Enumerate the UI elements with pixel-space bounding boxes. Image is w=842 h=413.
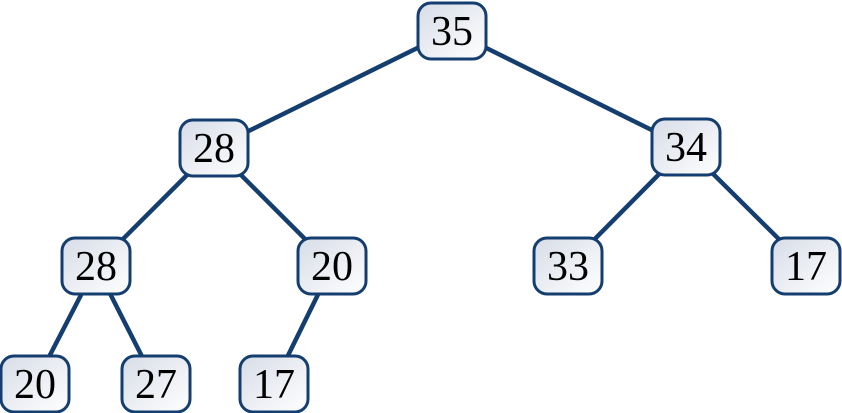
node-value: 33 bbox=[547, 244, 589, 290]
tree-node-l: 28 bbox=[178, 118, 250, 178]
node-value: 20 bbox=[14, 362, 56, 408]
node-box bbox=[178, 118, 250, 178]
tree-node-llr: 27 bbox=[120, 354, 192, 413]
node-box bbox=[60, 236, 132, 296]
node-box bbox=[532, 236, 604, 296]
tree-node-lr: 20 bbox=[296, 236, 368, 296]
node-box bbox=[296, 236, 368, 296]
node-value: 34 bbox=[665, 125, 707, 171]
tree-node-lrl: 17 bbox=[238, 354, 310, 413]
tree-node-r: 34 bbox=[650, 117, 722, 177]
node-value: 28 bbox=[75, 244, 117, 290]
node-value: 17 bbox=[785, 244, 827, 290]
node-value: 28 bbox=[193, 126, 235, 172]
tree-edge-root-l bbox=[211, 28, 455, 151]
tree-edge-root-r bbox=[449, 28, 689, 150]
tree-node-rl: 33 bbox=[532, 236, 604, 296]
node-box bbox=[650, 117, 722, 177]
node-box bbox=[0, 354, 71, 413]
node-box bbox=[416, 1, 488, 61]
node-value: 35 bbox=[431, 9, 473, 55]
node-value: 20 bbox=[311, 244, 353, 290]
tree-node-root: 35 bbox=[416, 1, 488, 61]
node-box bbox=[238, 354, 310, 413]
node-value: 17 bbox=[253, 362, 295, 408]
node-box bbox=[770, 236, 842, 296]
node-value: 27 bbox=[135, 362, 177, 408]
node-box bbox=[120, 354, 192, 413]
tree-node-lll: 20 bbox=[0, 354, 71, 413]
tree-node-rr: 17 bbox=[770, 236, 842, 296]
tree-node-ll: 28 bbox=[60, 236, 132, 296]
